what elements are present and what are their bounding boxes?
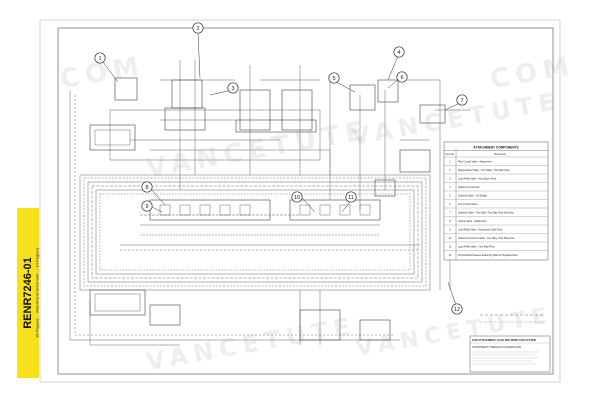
- table-row: 6 Line Control Valve: [444, 199, 548, 206]
- callout-9: 9: [141, 200, 153, 212]
- callout-circle: [345, 191, 357, 203]
- callout-4: 4: [393, 46, 405, 58]
- table-cell-item: 1: [449, 161, 451, 164]
- callout-label: 7: [460, 98, 463, 104]
- title-block-line-1: FOR ATTACHMENT, ALSO SEE RENR 7245 SYSTE…: [472, 338, 536, 342]
- table-cell-item: 12: [449, 254, 452, 257]
- table-cell-item: 7: [449, 212, 451, 215]
- table-cell-item: 2: [449, 169, 451, 172]
- callout-circle: [141, 200, 153, 212]
- title-block: FOR ATTACHMENT, ALSO SEE RENR 7245 SYSTE…: [469, 335, 551, 373]
- table-cell-description: Load Relief Valve - One Way Flow: [458, 246, 495, 249]
- outer-border: [39, 19, 561, 383]
- callout-11: 11: [345, 191, 357, 203]
- callout-12: 12: [451, 303, 463, 315]
- callout-circle: [141, 181, 153, 193]
- table-cell-description: Bypass Relief Valve - Tool Valve / Two W…: [458, 169, 510, 172]
- callout-3: 3: [227, 82, 239, 94]
- table-cell-item: 5: [449, 195, 451, 198]
- callout-label: 6: [400, 75, 403, 81]
- table-cell-item: 9: [449, 229, 451, 232]
- callout-10: 10: [291, 191, 303, 203]
- table-row: 11 Load Relief Valve - One Way Flow: [444, 241, 548, 249]
- callout-label: 11: [348, 195, 354, 201]
- callout-label: 9: [145, 204, 148, 210]
- main-circuit-lines: [69, 60, 545, 346]
- callout-6: 6: [396, 71, 408, 83]
- callout-2: 2: [192, 22, 204, 34]
- callout-circle: [456, 94, 468, 106]
- attachment-components-table: ATTACHMENT COMPONENTS Item No. Descripti…: [443, 141, 549, 261]
- callout-circle: [94, 52, 106, 64]
- table-cell-item: 10: [449, 237, 452, 240]
- callout-circle: [393, 46, 405, 58]
- callout-label: 10: [294, 195, 300, 201]
- table-cell-item: 6: [449, 203, 451, 206]
- table-cell-description: Solenoid Valve - One Way / Two Way Flow …: [458, 212, 514, 215]
- callout-label: 3: [231, 86, 234, 92]
- table-row: 8 Control Valve - Attachment: [444, 216, 548, 223]
- table-row: 2 Bypass Relief Valve - Tool Valve / Two …: [444, 165, 548, 172]
- table-cell-description: Pilot Control Valve - Attachment: [458, 161, 492, 164]
- callout-leaders: [102, 31, 463, 306]
- callout-circle: [396, 71, 408, 83]
- table-header-description: Description: [494, 153, 507, 156]
- table-cell-description: Control Valve - Attachment: [458, 220, 487, 223]
- callout-5: 5: [328, 72, 340, 84]
- callout-label: 2: [196, 26, 199, 32]
- callout-circle: [291, 191, 303, 203]
- table-row: 12 Proportional Pressure Reducing Valve f…: [444, 250, 548, 257]
- callout-7: 7: [456, 94, 468, 106]
- table-frame: [443, 141, 549, 261]
- callout-circle: [227, 82, 239, 94]
- table-row: 7 Solenoid Valve - One Way / Two Way Flow…: [444, 207, 548, 215]
- table-cell-description: Line Control Valve: [458, 203, 478, 206]
- table-row: 1 Pilot Control Valve - Attachment: [444, 156, 548, 164]
- table-row: 9 Load Relief Valve - Attachment Stick Fl…: [444, 224, 548, 232]
- table-cell-description: Proportional Pressure Reducing Valve for…: [458, 254, 518, 257]
- callout-label: 4: [397, 50, 400, 56]
- callout-label: 8: [145, 185, 148, 191]
- table-cell-description: Solenoid Valve - Oil Shuttle: [458, 195, 488, 198]
- table-cell-item: 8: [449, 220, 451, 223]
- table-row: 3 Load Relief Valve - Auto Boom Flow: [444, 173, 548, 181]
- callout-circle: [451, 303, 463, 315]
- title-block-line-2: ATTACHMENT HYDRAULIC SYSTEM PLATE: [472, 346, 521, 349]
- callout-label: 1: [98, 56, 101, 62]
- callout-label: 5: [332, 76, 335, 82]
- table-row: 5 Solenoid Valve - Oil Shuttle: [444, 190, 548, 198]
- callout-label: 12: [454, 307, 460, 313]
- table-cell-description: Load Relief Valve - Auto Boom Flow: [458, 178, 496, 181]
- table-cell-description: Attachment Control Valve - One Way / Two…: [458, 237, 515, 240]
- document-side-tab: RENR7246-01 16 Page(s) ... Attachment Sc…: [17, 208, 40, 378]
- callout-8: 8: [141, 181, 153, 193]
- table-row: 4 Attachment Cylinder: [444, 182, 548, 189]
- table-header-item: Item No.: [445, 153, 454, 156]
- drawing-frame: [57, 27, 554, 375]
- document-subtitle: 16 Page(s) ... Attachment Schematic ... …: [34, 247, 40, 339]
- document-code: RENR7246-01: [22, 257, 34, 329]
- table-cell-description: Load Relief Valve - Attachment Stick Flo…: [458, 229, 502, 232]
- table-cell-item: 4: [449, 186, 451, 189]
- table-title: ATTACHMENT COMPONENTS: [473, 146, 518, 150]
- callout-circle: [192, 22, 204, 34]
- table-cell-description: Attachment Cylinder: [458, 186, 480, 189]
- table-cell-item: 11: [449, 246, 452, 249]
- table-row: 10 Attachment Control Valve - One Way / T…: [444, 233, 548, 240]
- table-cell-item: 3: [449, 178, 451, 181]
- callout-1: 1: [94, 52, 106, 64]
- callout-circle: [328, 72, 340, 84]
- component-blocks: [89, 77, 446, 341]
